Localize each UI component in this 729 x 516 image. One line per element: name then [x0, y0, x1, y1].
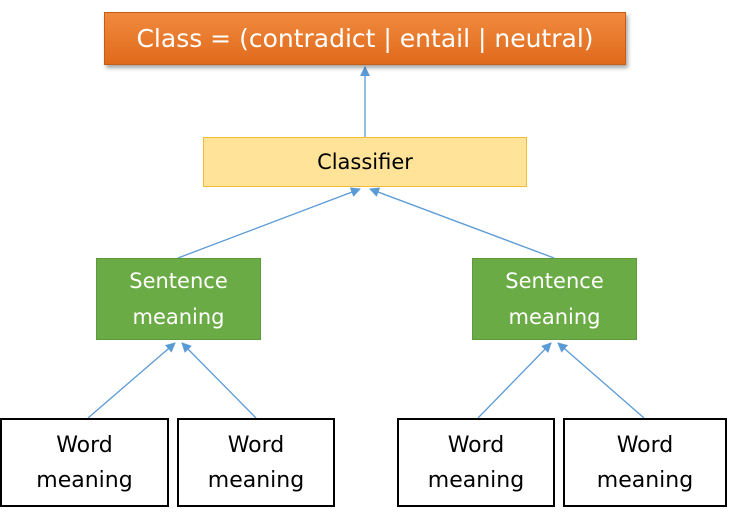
word-label-line2: meaning — [36, 467, 133, 493]
word-label-line1: Word — [447, 432, 505, 458]
arrow-word1-to-sentence-left — [87, 342, 176, 419]
word-label-line1: Word — [227, 432, 285, 458]
arrow-word2-to-sentence-left — [181, 342, 257, 419]
sentence-label-line2: meaning — [508, 305, 601, 329]
arrow-sentence-right-to-classifier — [369, 187, 555, 259]
classifier-box: Classifier — [203, 137, 527, 187]
arrow-sentence-left-to-classifier — [177, 187, 361, 259]
word-meaning-box-2: Word meaning — [177, 418, 335, 507]
word-label-line1: Word — [56, 432, 113, 458]
sentence-label-line2: meaning — [132, 305, 225, 329]
word-meaning-box-3: Word meaning — [397, 418, 555, 507]
arrow-word3-to-sentence-right — [477, 342, 552, 419]
word-label-line1: Word — [616, 432, 674, 458]
output-class-label: Class = (contradict | entail | neutral) — [136, 24, 594, 53]
sentence-meaning-box-left: Sentence meaning — [96, 258, 261, 340]
word-label-line2: meaning — [207, 467, 305, 493]
arrow-word4-to-sentence-right — [557, 342, 645, 419]
classifier-label: Classifier — [317, 150, 413, 174]
word-meaning-box-1: Word meaning — [0, 418, 169, 507]
word-meaning-box-4: Word meaning — [563, 418, 727, 507]
output-class-box: Class = (contradict | entail | neutral) — [104, 12, 626, 65]
sentence-meaning-box-right: Sentence meaning — [472, 258, 637, 340]
sentence-label-line1: Sentence — [129, 269, 228, 293]
word-label-line2: meaning — [427, 467, 525, 493]
word-label-line2: meaning — [596, 467, 694, 493]
sentence-label-line1: Sentence — [505, 269, 604, 293]
